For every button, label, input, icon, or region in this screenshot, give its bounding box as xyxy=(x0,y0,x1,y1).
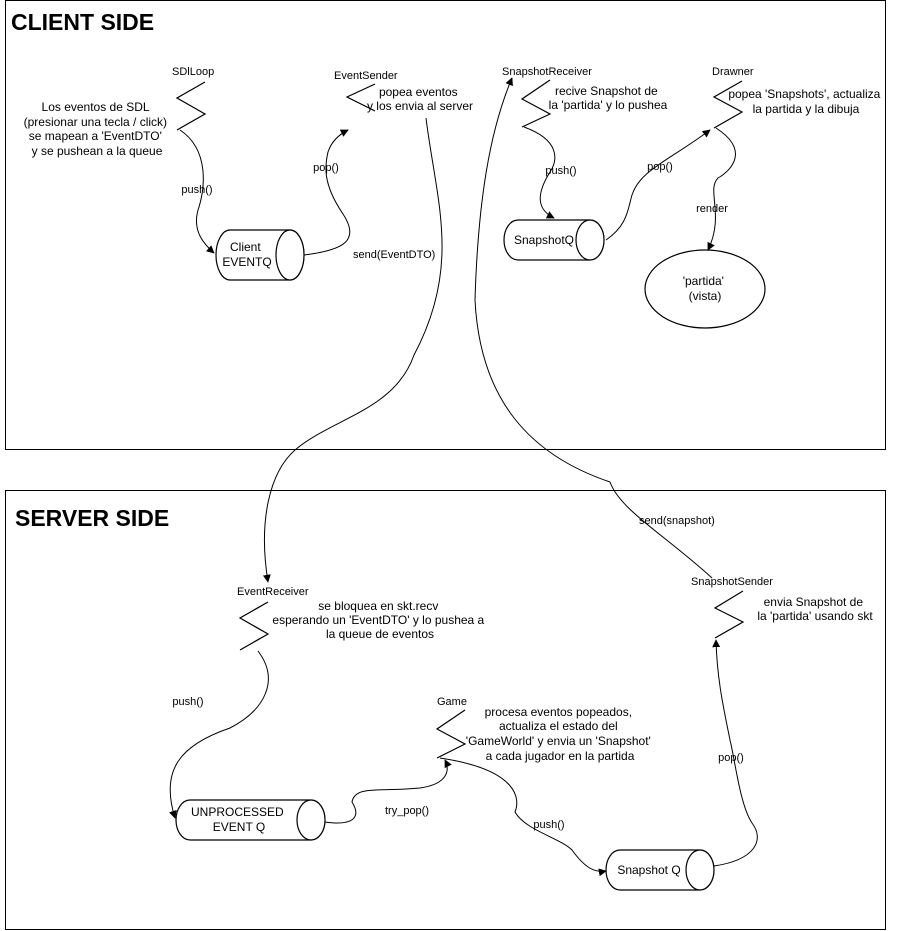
edge-server-pop-snapshot-label: pop() xyxy=(718,752,744,764)
sdl-loop-actor xyxy=(175,81,207,131)
event-receiver-label: EventReceiver xyxy=(237,586,309,598)
client-event-queue: Client EVENTQ xyxy=(215,229,305,281)
svg-text:UNPROCESSED EVENT Q: UNPROCESSED EVENT Q xyxy=(191,805,287,834)
client-side-frame xyxy=(5,0,886,450)
edge-push-event-label: push() xyxy=(181,184,212,196)
edge-render-label: render xyxy=(696,203,728,215)
edge-snapshot-queue-to-drawner xyxy=(605,129,711,241)
edge-send-event-to-event-receiver xyxy=(262,117,443,583)
edge-sdl-to-client-queue xyxy=(179,129,215,254)
event-receiver-actor xyxy=(238,601,270,651)
snapshot-sender-note: envia Snapshot de la 'partida' usando sk… xyxy=(757,595,873,623)
client-side-title: CLIENT SIDE xyxy=(11,9,154,35)
snapshot-sender-actor xyxy=(713,590,745,639)
snapshot-receiver-note: recive Snapshot de la 'partida' y lo pus… xyxy=(549,84,668,112)
edge-try-pop-label: try_pop() xyxy=(385,805,429,817)
snapshot-receiver-actor xyxy=(520,79,552,128)
game-actor xyxy=(435,709,467,759)
svg-text:SnapshotQ: SnapshotQ xyxy=(514,233,574,247)
edge-server-push-snapshot-label: push() xyxy=(533,819,564,831)
sdl-loop-note: Los eventos de SDL (presionar una tecla … xyxy=(24,100,171,158)
edge-send-snapshot-label: send(snapshot) xyxy=(639,515,715,527)
event-sender-actor xyxy=(345,83,376,112)
edge-client-queue-to-event-sender xyxy=(303,129,351,256)
edge-push-snapshot-label: push() xyxy=(545,165,576,177)
drawner-label: Drawner xyxy=(712,66,754,78)
edge-event-receiver-to-unprocessed-queue xyxy=(169,650,269,819)
event-receiver-note: se bloquea en skt.recv esperando un 'Eve… xyxy=(272,599,487,641)
edge-game-to-snapshot-queue xyxy=(439,757,607,877)
edge-unprocessed-queue-to-game xyxy=(324,759,452,824)
edge-snapshot-queue-to-sender xyxy=(712,639,758,867)
server-side-frame xyxy=(5,490,886,930)
edge-pop-event-label: pop() xyxy=(313,162,339,174)
event-sender-note: popea eventos y los envia al server xyxy=(367,85,473,113)
edge-server-push-event-label: push() xyxy=(172,696,203,708)
server-snapshot-queue: Snapshot Q xyxy=(605,849,715,891)
snapshot-receiver-label: SnapshotReceiver xyxy=(502,66,592,78)
partida-view: 'partida' (vista) xyxy=(644,249,766,329)
drawner-actor xyxy=(712,80,744,129)
server-side-title: SERVER SIDE xyxy=(15,505,169,531)
unprocessed-event-queue: UNPROCESSED EVENT Q xyxy=(175,799,326,841)
edge-send-event-label: send(EventDTO) xyxy=(353,249,435,261)
sdl-loop-label: SDlLoop xyxy=(172,66,214,78)
snapshot-sender-label: SnapshotSender xyxy=(691,576,773,588)
svg-text:Snapshot Q: Snapshot Q xyxy=(617,863,680,877)
svg-text:'partida' (vista): 'partida' (vista) xyxy=(683,274,728,303)
edge-snapshot-receiver-to-queue xyxy=(523,126,556,219)
event-sender-label: EventSender xyxy=(334,70,398,82)
game-label: Game xyxy=(437,696,467,708)
edge-send-snapshot-to-snapshot-receiver xyxy=(474,77,713,579)
client-snapshot-queue: SnapshotQ xyxy=(503,219,605,261)
edge-drawner-to-view xyxy=(707,127,736,251)
game-note: procesa eventos popeados, actualiza el e… xyxy=(466,705,654,763)
drawner-note: popea 'Snapshots', actualiza la partida … xyxy=(728,87,883,116)
edge-pop-snapshot-label: pop() xyxy=(647,161,673,173)
svg-text:Client EVENTQ: Client EVENTQ xyxy=(222,240,271,269)
